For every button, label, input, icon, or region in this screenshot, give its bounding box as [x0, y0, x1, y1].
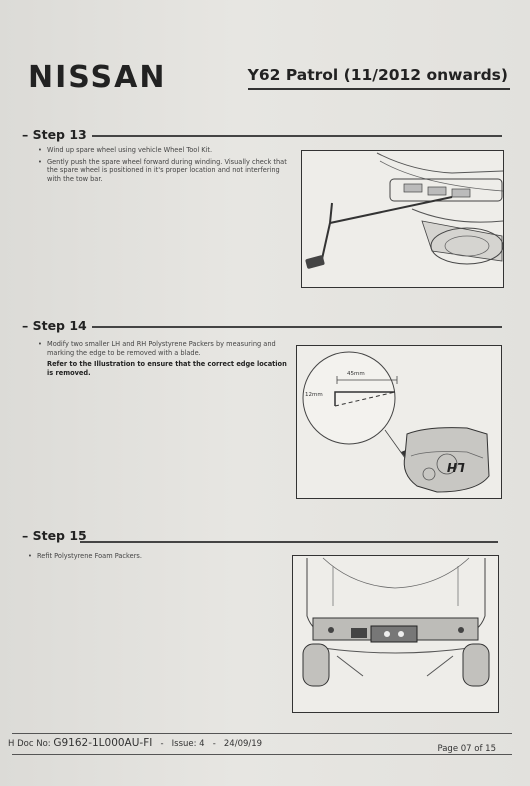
step-14-rule [92, 326, 502, 328]
step-15-illustration [292, 555, 499, 713]
page-number: Page 07 of 15 [437, 744, 496, 754]
footer-rule-top [12, 733, 512, 734]
packer-cut-drawing [302, 351, 490, 493]
step-13-instructions: Wind up spare wheel using vehicle Wheel … [38, 146, 288, 186]
step-14-instructions: Modify two smaller LH and RH Polystyrene… [38, 340, 288, 377]
issue-number: Issue: 4 [171, 739, 205, 749]
step-13-heading: – Step 13 [22, 127, 87, 142]
rear-vehicle-underside-drawing [302, 557, 490, 687]
step-14-heading: – Step 14 [22, 318, 87, 333]
step-15-bullet-1: Refit Polystyrene Foam Packers. [28, 552, 278, 561]
step-14-note: Refer to the Illustration to ensure that… [47, 360, 287, 377]
step-14-illustration: 45mm 12mm LH [296, 345, 502, 499]
spare-wheel-winding-drawing [305, 152, 503, 269]
packer-side-label: LH [447, 460, 465, 474]
step-14-bullet-1: Modify two smaller LH and RH Polystyrene… [38, 340, 288, 357]
footer-rule-bottom [12, 754, 512, 755]
dimension-width-label: 45mm [347, 371, 365, 377]
step-13-illustration [301, 150, 504, 288]
step-13-bullet-2: Gently push the spare wheel forward duri… [38, 158, 288, 184]
title-underline [248, 88, 510, 90]
step-15-instructions: Refit Polystyrene Foam Packers. [28, 552, 278, 564]
step-13-bullet-1: Wind up spare wheel using vehicle Wheel … [38, 146, 288, 155]
issue-date: 24/09/19 [223, 739, 263, 749]
step-15-rule [80, 541, 498, 543]
step-13-rule [92, 135, 502, 137]
footer-doc-info: H Doc No: G9162-1L000AU-FI - Issue: 4 - … [8, 737, 263, 749]
doc-number-label: H Doc No: [8, 739, 51, 749]
nissan-logo: NISSAN [28, 60, 167, 95]
dimension-height-label: 12mm [305, 392, 323, 398]
doc-number: G9162-1L000AU-FI [53, 737, 153, 749]
page-title: Y62 Patrol (11/2012 onwards) [247, 66, 508, 84]
step-15-heading: – Step 15 [22, 528, 87, 543]
